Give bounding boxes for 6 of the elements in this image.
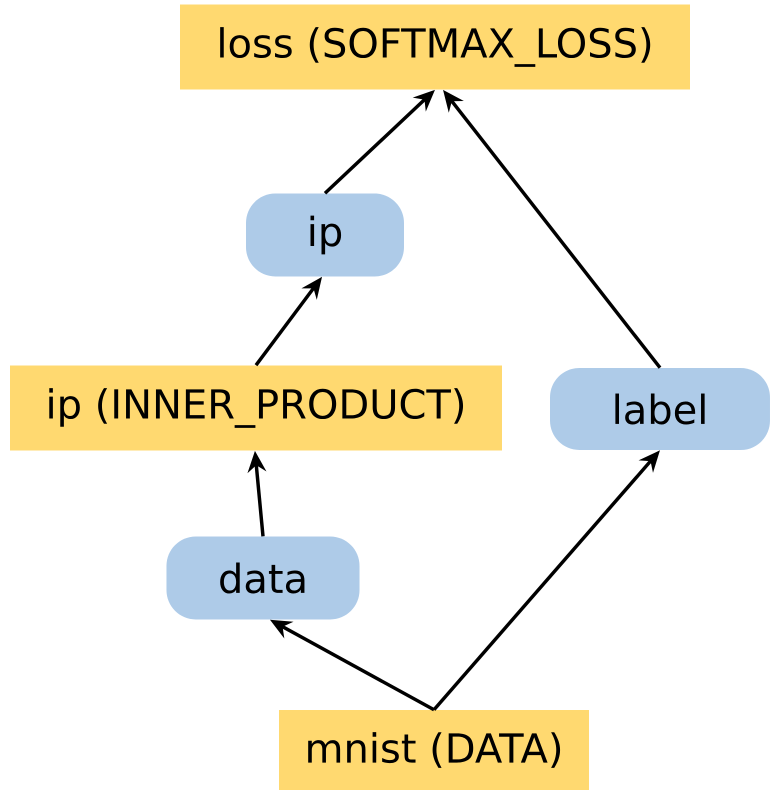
blob-node: data (166, 536, 360, 620)
layer-box: ip (INNER_PRODUCT) (10, 365, 502, 451)
layer-box: mnist (DATA) (279, 710, 589, 790)
blob-node: label (550, 368, 770, 450)
blob-node: ip (246, 194, 404, 276)
layer-box: loss (SOFTMAX_LOSS) (180, 4, 690, 90)
